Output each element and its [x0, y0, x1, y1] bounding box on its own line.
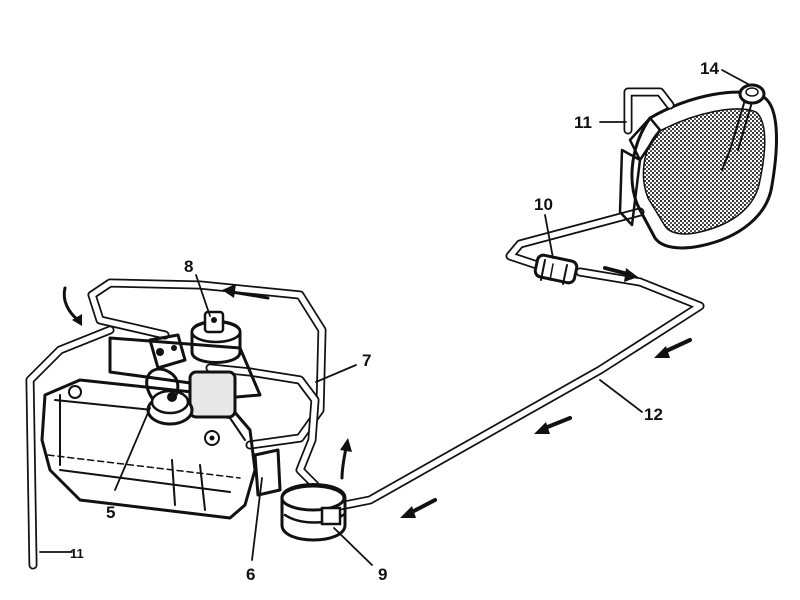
- fuel-pipe-filter-to-tank: [505, 207, 645, 271]
- flow-arrow: [222, 284, 270, 300]
- flow-arrow: [340, 438, 352, 480]
- label-part-8: 8: [184, 257, 193, 276]
- fuel-pipe-12: [325, 267, 705, 513]
- label-part-14: 14: [700, 59, 719, 78]
- oil-filler-cap: [145, 367, 194, 426]
- label-part-10: 10: [534, 195, 553, 214]
- breather-valve: [148, 333, 187, 370]
- leader-lines: [39, 69, 749, 566]
- fuel-pump-8: [190, 310, 242, 364]
- label-part-9: 9: [378, 565, 387, 584]
- part-labels: 5 6 7 8 9 10 11 11 12 14: [70, 59, 719, 584]
- label-part-11-top: 11: [574, 113, 592, 132]
- label-part-11-bottom: 11: [70, 546, 84, 561]
- inline-fuel-filter: [533, 253, 579, 285]
- flow-arrow: [62, 286, 82, 326]
- engine-block: [40, 336, 282, 520]
- flow-arrow: [400, 498, 437, 518]
- electric-fuel-pump: [280, 483, 347, 542]
- label-part-12: 12: [644, 405, 663, 424]
- label-part-6: 6: [246, 565, 255, 584]
- label-part-5: 5: [106, 503, 115, 522]
- flow-arrow: [534, 416, 572, 434]
- flow-arrows: [62, 266, 692, 518]
- label-part-7: 7: [362, 351, 371, 370]
- flow-arrow: [654, 338, 692, 358]
- flow-arrow: [603, 266, 638, 282]
- fuel-tank: [618, 83, 778, 250]
